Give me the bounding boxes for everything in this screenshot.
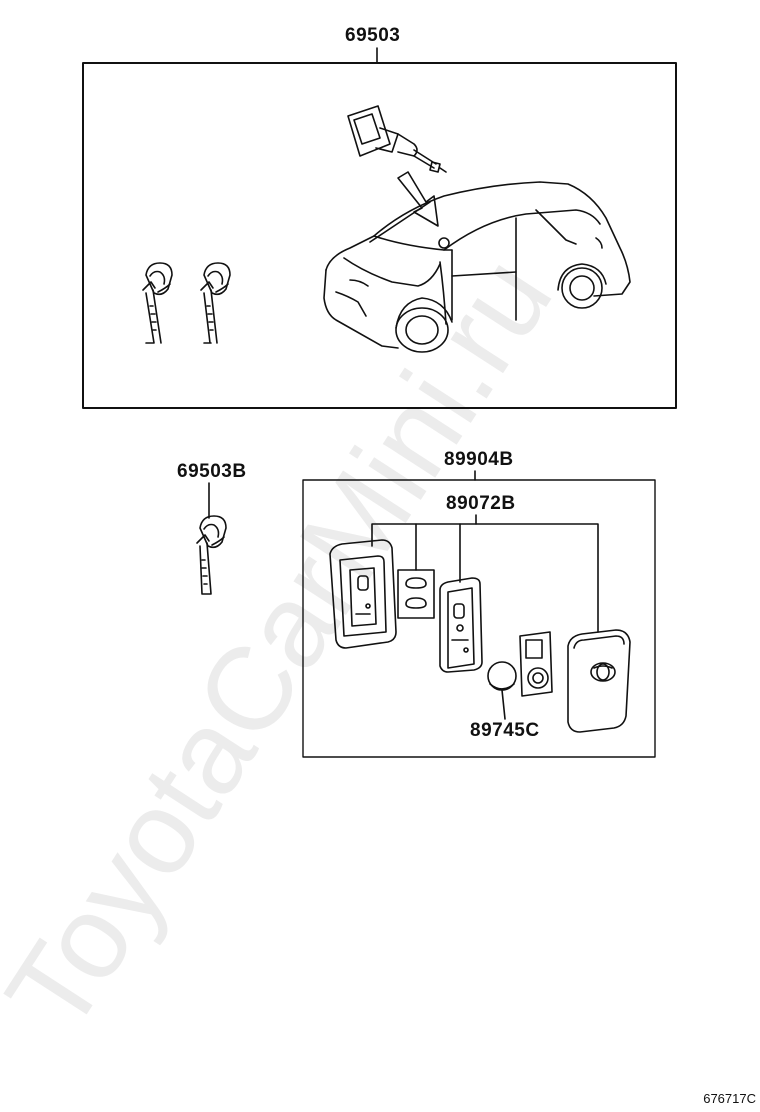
battery-cell	[487, 661, 517, 691]
transmitter-inner-frame	[439, 577, 483, 673]
car-illustration	[323, 181, 631, 353]
label-key-set: 69503	[345, 25, 401, 46]
label-spare-key: 69503B	[177, 461, 247, 482]
battery-leader	[501, 689, 506, 720]
smart-key-frame	[302, 479, 656, 758]
reference-code: 676717C	[703, 1091, 756, 1106]
smart-key-cover	[567, 629, 631, 733]
lock-cylinder	[347, 105, 447, 173]
key-set-frame	[82, 62, 677, 409]
spare-key-group	[196, 482, 227, 595]
transmitter-case-bottom	[329, 539, 397, 649]
label-smart-key-assy: 89904B	[444, 449, 514, 470]
label-battery: 89745C	[470, 720, 540, 741]
circuit-board	[519, 631, 553, 697]
smart-key-group	[302, 470, 656, 758]
key-right	[200, 262, 231, 344]
key-left	[142, 262, 173, 344]
label-transmitter-case: 89072B	[446, 493, 516, 514]
key-set-group	[82, 47, 677, 409]
location-arrow	[397, 171, 439, 227]
button-pad	[397, 569, 435, 619]
